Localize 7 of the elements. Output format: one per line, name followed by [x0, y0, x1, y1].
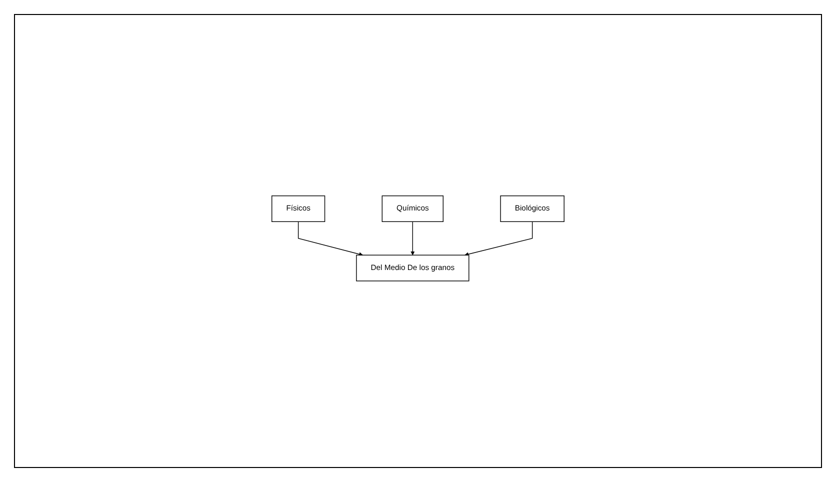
- node-box: [272, 196, 326, 222]
- node-box: [382, 196, 444, 222]
- node-box: [356, 254, 470, 282]
- arrow: [298, 221, 364, 256]
- node-box: [500, 196, 564, 222]
- arrow: [410, 221, 415, 256]
- arrow: [464, 221, 533, 256]
